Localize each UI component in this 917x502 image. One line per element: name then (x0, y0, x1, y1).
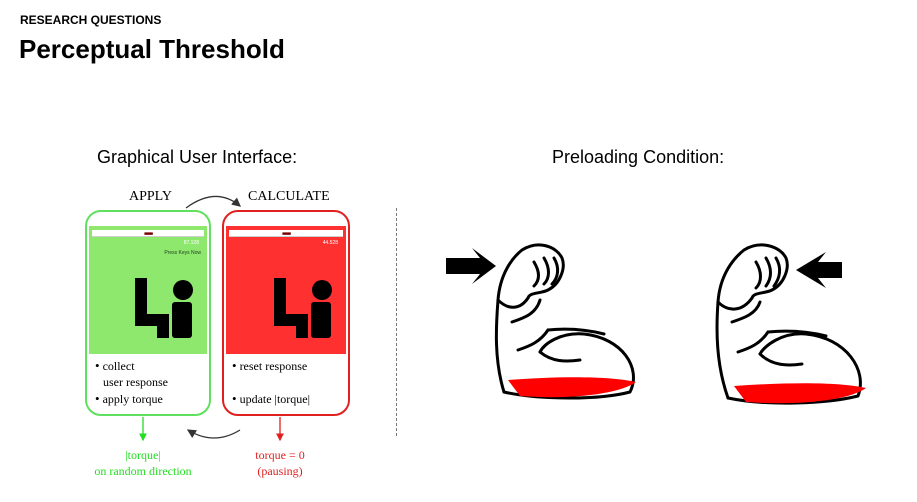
calculate-label: CALCULATE (248, 189, 330, 204)
preload-red-band (508, 377, 636, 398)
green-footer-line: |torque| (125, 448, 161, 462)
section-divider (396, 208, 397, 436)
bullet-text: collect (102, 359, 135, 373)
gui-section-title: Graphical User Interface: (97, 147, 298, 167)
seated-figure-icon (135, 278, 193, 338)
bullet-text: reset response (239, 359, 308, 373)
list-item-continuation: user response (103, 375, 168, 389)
list-item: • update |torque| (232, 391, 311, 406)
apply-screen: ■■■■ 87.128 Press Keys Now (89, 226, 207, 354)
section-eyebrow: RESEARCH QUESTIONS (20, 13, 162, 27)
red-footer-line: (pausing) (257, 464, 303, 478)
green-footer: |torque| on random direction (83, 447, 203, 479)
calculate-corner-text: 44.528 (322, 240, 338, 246)
press-keys-prompt: Press Keys Now (164, 250, 201, 256)
list-item: • reset response (232, 358, 308, 373)
red-footer: torque = 0 (pausing) (240, 447, 320, 479)
calculate-panel: ■■■■ 44.528 • reset response • update |t… (222, 210, 350, 416)
apply-corner-text: 87.128 (183, 240, 199, 246)
bullet-text: apply torque (102, 392, 163, 406)
right-arrow-icon (796, 252, 842, 288)
flexed-arm-right-icon (715, 243, 862, 405)
window-titlebar (229, 230, 343, 237)
preload-red-band (734, 383, 866, 404)
flexed-arm-left-icon (494, 243, 635, 400)
apply-panel: ■■■■ 87.128 Press Keys Now • collect use… (85, 210, 211, 416)
left-arrow-icon (446, 248, 496, 284)
bullet-text: update |torque| (239, 392, 311, 406)
apply-label: APPLY (129, 189, 172, 204)
bottom-curved-arrow-icon (186, 429, 241, 439)
seated-figure-icon (274, 278, 332, 338)
page-title: Perceptual Threshold (19, 34, 285, 64)
status-dots-icon: ■■■■ (143, 231, 153, 237)
window-titlebar (92, 230, 204, 237)
status-dots-icon: ■■■■ (281, 231, 291, 237)
calculate-screen: ■■■■ 44.528 (226, 226, 346, 354)
red-footer-line: torque = 0 (255, 448, 305, 462)
preloading-section-title: Preloading Condition: (552, 147, 725, 167)
green-footer-line: on random direction (94, 464, 192, 478)
list-item: • collect (95, 358, 135, 373)
list-item: • apply torque (95, 391, 163, 406)
top-curved-arrow-icon (185, 195, 241, 209)
